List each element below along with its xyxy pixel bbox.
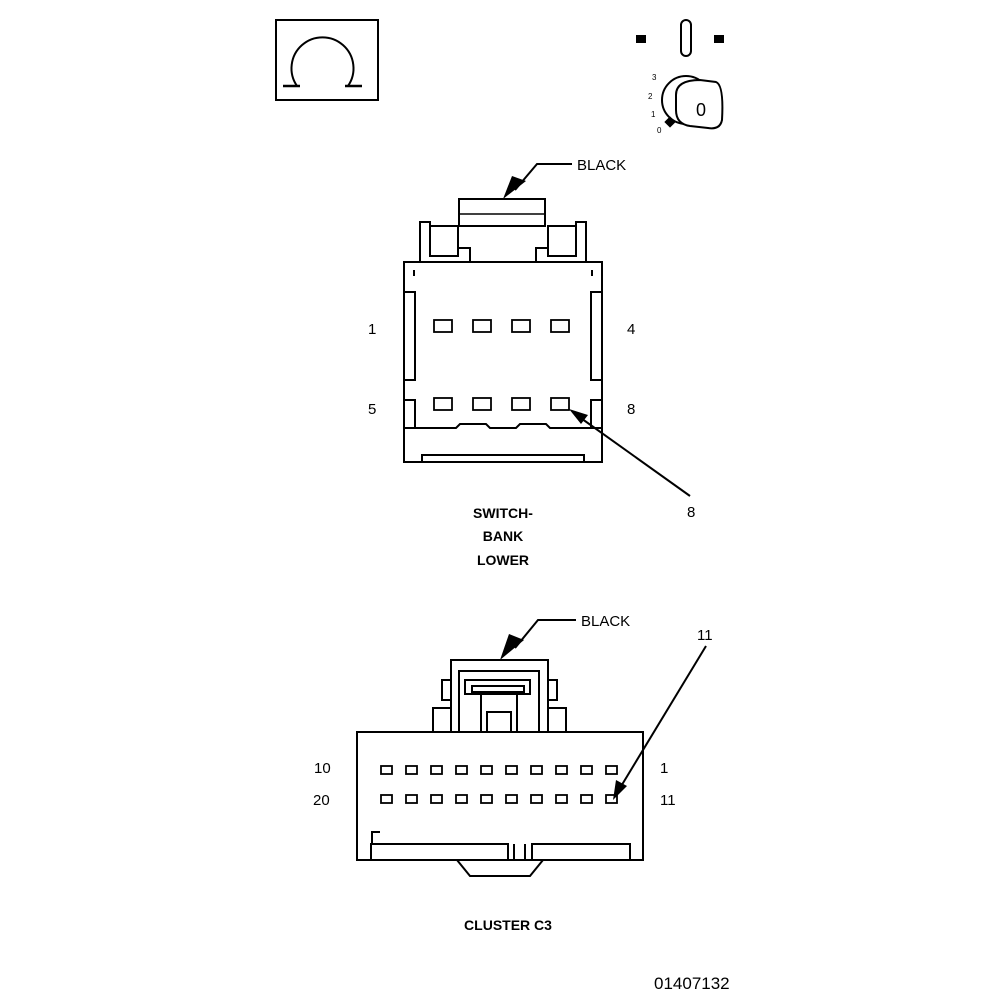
- pin-cavity: [511, 397, 531, 411]
- pin-callout-label: 11: [697, 627, 713, 644]
- cluster-c3-connector: BLACK: [313, 613, 713, 933]
- pin-label-5: 5: [368, 401, 376, 418]
- color-callout-line: [514, 619, 576, 649]
- pin-cavity: [380, 765, 393, 775]
- pin-callout-arrow: [613, 780, 627, 800]
- pin-cavity: [433, 397, 453, 411]
- figure-id: 01407132: [654, 974, 730, 993]
- ignition-position-1: 1: [651, 110, 656, 119]
- pin-cavity: [455, 765, 468, 775]
- pin-callout-label: 8: [687, 504, 695, 521]
- pin-cavity: [472, 397, 492, 411]
- connector-name-line-1: SWITCH-: [473, 505, 533, 521]
- pin-cavity: [505, 794, 518, 804]
- pin-callout-line: [619, 645, 707, 789]
- pin-cavity: [480, 794, 493, 804]
- color-callout-arrow: [503, 176, 526, 199]
- pin-cavity: [580, 765, 593, 775]
- pin-cavity: [430, 794, 443, 804]
- pin-label-1: 1: [368, 321, 376, 338]
- pin-label-11: 11: [660, 792, 676, 809]
- color-callout-arrow: [500, 634, 524, 660]
- pin-row-bottom: [433, 397, 570, 411]
- pin-cavity: [472, 319, 492, 333]
- pin-cavity: [455, 794, 468, 804]
- pin-cavity: [580, 794, 593, 804]
- ignition-key-label: 0: [696, 100, 706, 120]
- pin-label-10: 10: [314, 760, 331, 777]
- color-callout-label: BLACK: [577, 157, 626, 174]
- pin-callout-arrow: [569, 409, 588, 424]
- ignition-position-2: 2: [648, 92, 653, 101]
- ignition-position-3: 3: [652, 73, 657, 82]
- pin-cavity: [550, 319, 570, 333]
- pin-label-8: 8: [627, 401, 635, 418]
- pin-cavity: [511, 319, 531, 333]
- ohmmeter-icon: Ω: [0, 0, 379, 101]
- pin-row-bottom: [380, 794, 618, 804]
- pin-cavity: [555, 794, 568, 804]
- pin-cavity: [530, 765, 543, 775]
- ohm-symbol-text: Ω: [0, 0, 1, 1]
- connector-name-line-3: LOWER: [477, 552, 529, 568]
- pin-cavity: [430, 765, 443, 775]
- pin-cavity: [380, 794, 393, 804]
- ignition-position-0: 0: [657, 126, 662, 135]
- pin-callout-line: [577, 415, 691, 497]
- connector-name: CLUSTER C3: [464, 917, 552, 933]
- pin-cavity: [605, 794, 618, 804]
- color-callout-line: [514, 163, 572, 191]
- color-callout-label: BLACK: [581, 613, 630, 630]
- pin-label-20: 20: [313, 792, 330, 809]
- pin-label-4: 4: [627, 321, 635, 338]
- pin-cavity: [405, 765, 418, 775]
- connector-name-line-2: BANK: [483, 528, 523, 544]
- pin-row-top: [380, 765, 618, 775]
- pin-cavity: [505, 765, 518, 775]
- pin-cavity: [555, 765, 568, 775]
- pin-cavity: [480, 765, 493, 775]
- pin-cavity: [530, 794, 543, 804]
- pin-cavity: [405, 794, 418, 804]
- pin-cavity: [550, 397, 570, 411]
- pin-label-1: 1: [660, 760, 668, 777]
- switch-bank-lower-connector: BLACK: [368, 157, 695, 568]
- pin-row-top: [433, 319, 570, 333]
- ignition-key-icon: 3 2 1 0 0: [636, 19, 724, 135]
- pin-cavity: [605, 765, 618, 775]
- pin-cavity: [433, 319, 453, 333]
